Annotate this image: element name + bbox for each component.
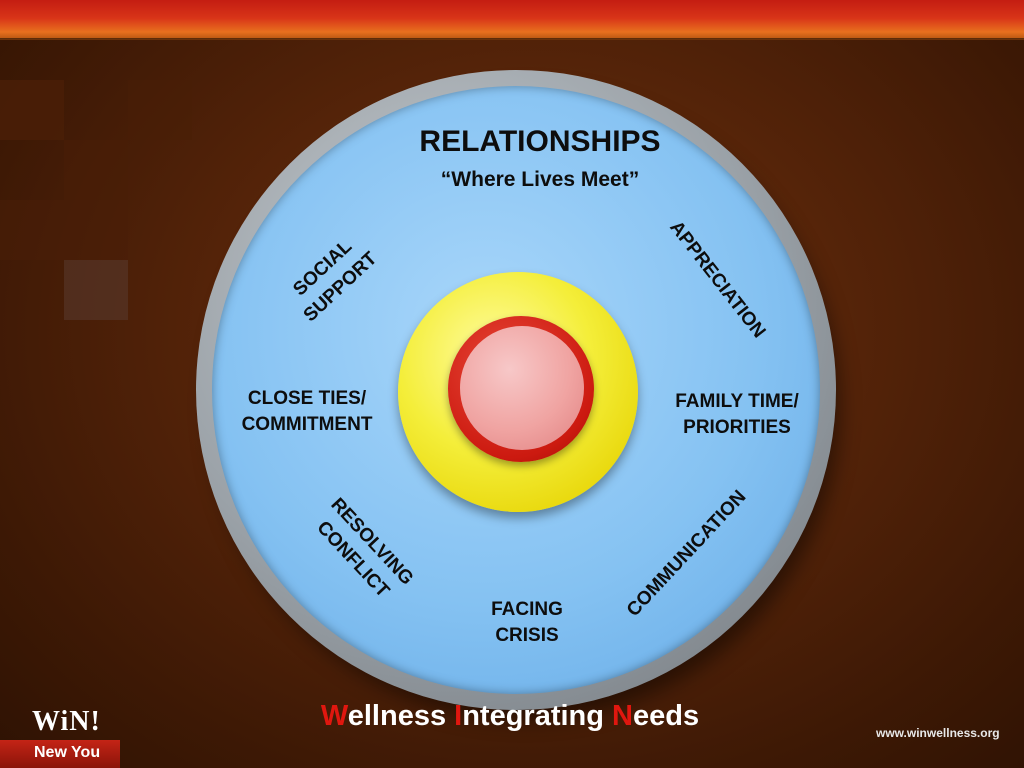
segment-close-ties-line2: COMMITMENT bbox=[241, 414, 373, 435]
footer-word-needs: eeds bbox=[633, 700, 700, 732]
background-pixel-block bbox=[64, 140, 128, 200]
logo-tagline: New You bbox=[34, 744, 101, 761]
diagram-subtitle: “Where Lives Meet” bbox=[440, 168, 640, 191]
segment-close-ties: CLOSE TIES/ COMMITMENT bbox=[222, 386, 392, 438]
website-url: www.winwellness.org bbox=[876, 726, 1000, 740]
logo-tagline-bar bbox=[0, 740, 120, 768]
diagram-title: RELATIONSHIPS bbox=[419, 125, 661, 158]
segment-family-time: FAMILY TIME/ PRIORITIES bbox=[652, 389, 822, 441]
segment-facing-crisis-line1: FACING bbox=[491, 599, 563, 620]
win-logo: WiN! bbox=[32, 706, 101, 737]
footer-letter-n: N bbox=[612, 700, 633, 732]
core-pink-center bbox=[460, 326, 584, 450]
footer-letter-w: W bbox=[320, 700, 348, 732]
segment-facing-crisis: FACING CRISIS bbox=[467, 597, 587, 649]
footer-title: Wellness Integrating Needs bbox=[270, 700, 750, 733]
background-pixel-block bbox=[128, 80, 192, 140]
background-pixel-block bbox=[0, 80, 64, 140]
background-pixel-block bbox=[64, 260, 128, 320]
top-header-bar bbox=[0, 0, 1024, 40]
footer-word-wellness: ellness bbox=[347, 700, 455, 732]
segment-facing-crisis-line2: CRISIS bbox=[495, 625, 559, 646]
background-pixel-block bbox=[0, 200, 128, 260]
segment-close-ties-line1: CLOSE TIES/ bbox=[247, 388, 367, 409]
footer-letter-i: I bbox=[454, 700, 463, 732]
segment-family-time-line2: PRIORITIES bbox=[683, 417, 791, 438]
footer-word-integrating: ntegrating bbox=[462, 700, 613, 732]
segment-family-time-line1: FAMILY TIME/ bbox=[675, 391, 799, 412]
